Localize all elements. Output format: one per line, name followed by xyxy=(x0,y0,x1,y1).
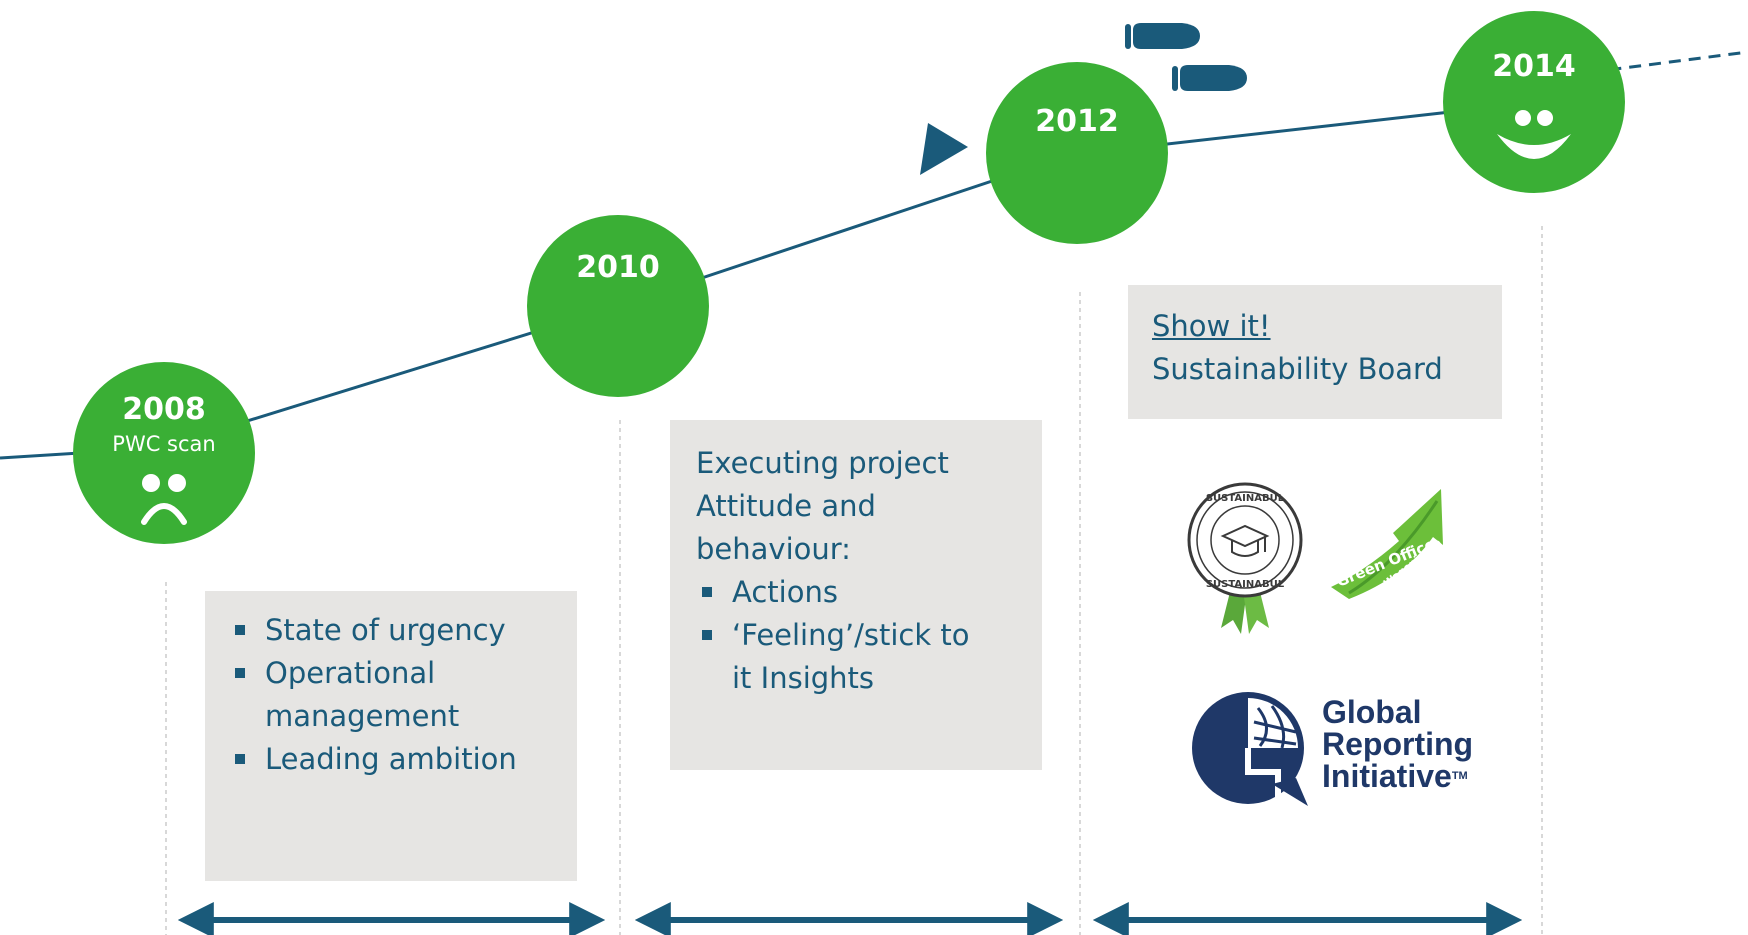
milestone-label: PWC scan xyxy=(112,432,216,456)
sustainabul-seal-icon: SUSTAINABUL SUSTAINABUL xyxy=(1187,482,1303,634)
timeline-future-dashed xyxy=(1529,50,1748,82)
milestone-2010: 2010 xyxy=(527,215,709,397)
milestone-2014: 2014 xyxy=(1443,11,1625,193)
box-2010-heading-3: behaviour: xyxy=(696,532,851,566)
box-2008-list: State of urgency Operational management … xyxy=(229,609,559,781)
list-item: Actions xyxy=(696,571,996,614)
list-item: Operational management xyxy=(229,652,559,738)
sad-face-icon xyxy=(141,474,187,525)
gri-logo: Global Reporting InitiativeTM xyxy=(1188,688,1473,808)
gri-text: Global Reporting InitiativeTM xyxy=(1322,696,1473,792)
milestone-year: 2012 xyxy=(1035,104,1119,139)
gri-trademark: TM xyxy=(1451,770,1468,782)
direction-arrow-icon xyxy=(920,123,968,175)
footsteps-icon xyxy=(1125,23,1247,91)
milestone-2012: 2012 xyxy=(986,62,1168,244)
sustainabul-text-top: SUSTAINABUL xyxy=(1206,493,1285,504)
list-item: State of urgency xyxy=(229,609,559,652)
box-2010-heading-1: Executing project xyxy=(696,446,949,480)
milestone-2008: 2008 PWC scan xyxy=(73,362,255,544)
box-2012: Show it! Sustainability Board xyxy=(1128,285,1502,419)
gri-line-1: Global xyxy=(1322,694,1422,730)
milestone-year: 2008 xyxy=(122,392,206,427)
green-office-logo: Green Office Wageningen xyxy=(1325,475,1465,605)
list-item: Leading ambition xyxy=(229,738,559,781)
milestone-year: 2014 xyxy=(1492,49,1576,84)
box-2010-heading-2: Attitude and xyxy=(696,489,876,523)
list-item: ‘Feeling’/stick to it Insights xyxy=(696,614,996,700)
show-it-link[interactable]: Show it! xyxy=(1152,309,1271,343)
gri-globe-icon xyxy=(1192,692,1308,806)
box-2010: Executing project Attitude and behaviour… xyxy=(670,420,1042,770)
box-2010-list: Actions ‘Feeling’/stick to it Insights xyxy=(696,571,996,700)
sustainabul-logo: SUSTAINABUL SUSTAINABUL xyxy=(1185,478,1305,636)
happy-face-icon xyxy=(1497,110,1571,159)
gri-line-3-row: InitiativeTM xyxy=(1322,760,1473,792)
box-2008: State of urgency Operational management … xyxy=(205,591,577,881)
milestone-year: 2010 xyxy=(576,250,660,285)
green-arrow-leaf-icon: Green Office Wageningen xyxy=(1331,489,1444,599)
box-2012-text: Sustainability Board xyxy=(1152,352,1443,386)
gri-line-3: Initiative xyxy=(1322,758,1452,794)
gri-line-2: Reporting xyxy=(1322,726,1474,762)
sustainabul-text-bottom: SUSTAINABUL xyxy=(1206,579,1285,590)
